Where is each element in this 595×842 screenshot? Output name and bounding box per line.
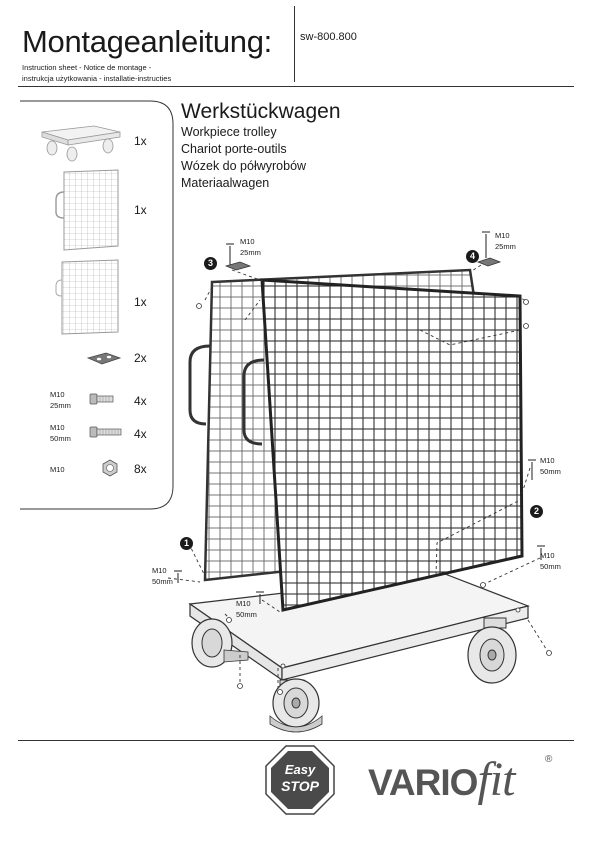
product-code: sw-800.800 [300, 31, 357, 43]
product-name-pl: Wózek do półwyrobów [181, 159, 307, 173]
variofit-logo: VARIOfit [368, 752, 515, 807]
part-spec-size: M10 [50, 465, 65, 474]
callout-center-lower-bolt: M10 50mm [236, 598, 257, 620]
fastener-markers [196, 299, 552, 695]
callout-length: 25mm [495, 242, 516, 251]
part-qty: 8x [134, 462, 147, 476]
part-qty: 4x [134, 427, 147, 441]
product-title: Werkstückwagen [181, 100, 341, 123]
part-qty: 1x [134, 134, 147, 148]
callout-length: 50mm [540, 562, 561, 571]
callout-length: 25mm [240, 248, 261, 257]
part-qty: 1x [134, 203, 147, 217]
easy-stop-easy-text: Easy [284, 762, 316, 777]
callout-step3-bolt: M10 25mm [240, 236, 261, 258]
part-spec-size: M10 [50, 423, 65, 432]
callout-size: M10 [540, 551, 555, 560]
connector-plate-left [224, 261, 252, 271]
octagon-icon [265, 745, 335, 815]
page-title: Montageanleitung: [22, 24, 272, 59]
bolt-markers [174, 231, 545, 604]
subtitle-line-1: Instruction sheet - Notice de montage - [22, 63, 152, 72]
nut-icon [102, 459, 118, 477]
callout-length: 50mm [152, 577, 173, 586]
wheel-right [467, 617, 517, 684]
wheel-front-left [269, 678, 323, 733]
callout-left-lower-bolt: M10 50mm [152, 565, 173, 587]
callout-size: M10 [236, 599, 251, 608]
header-divider [294, 6, 295, 82]
connector-plate-icon [86, 352, 122, 365]
header-rule [18, 86, 574, 87]
brand-vario: VARIO [368, 762, 478, 803]
brand-fit: fit [477, 753, 515, 806]
easy-stop-logo: Easy STOP [265, 745, 335, 815]
part-spec: M10 50mm [50, 422, 71, 444]
step-marker-2: 2 [530, 505, 543, 518]
brand-registered-mark: ® [545, 754, 553, 765]
subtitle-line-2: instrukcja użytkowania - installatie-ins… [22, 74, 172, 83]
callout-size: M10 [540, 456, 555, 465]
step-marker-3: 3 [204, 257, 217, 270]
callout-length: 50mm [540, 467, 561, 476]
product-name-fr: Chariot porte-outils [181, 142, 287, 156]
part-spec-size: M10 [50, 390, 65, 399]
product-name-en: Workpiece trolley [181, 125, 277, 139]
part-spec-length: 25mm [50, 401, 71, 410]
parts-box-outline [20, 100, 174, 510]
callout-step4-bolt: M10 25mm [495, 230, 516, 252]
product-name-nl: Materiaalwagen [181, 176, 270, 190]
trolley-base-icon [41, 125, 121, 162]
part-qty: 1x [134, 295, 147, 309]
callout-length: 50mm [236, 610, 257, 619]
callout-size: M10 [152, 566, 167, 575]
step-marker-1: 1 [180, 537, 193, 550]
part-spec: M10 25mm [50, 389, 71, 411]
callout-right-lower-bolt: M10 50mm [540, 550, 561, 572]
part-qty: 4x [134, 394, 147, 408]
mesh-panel-icon [55, 259, 119, 335]
part-qty: 2x [134, 351, 147, 365]
header-subtitle: Instruction sheet - Notice de montage - … [22, 62, 171, 84]
callout-right-upper-bolt: M10 50mm [540, 455, 561, 477]
bolt-long-icon [89, 426, 122, 438]
step-marker-4: 4 [466, 250, 479, 263]
bolt-short-icon [89, 393, 114, 405]
part-spec-length: 50mm [50, 434, 71, 443]
callout-size: M10 [240, 237, 255, 246]
connector-plate-right [476, 257, 502, 267]
mesh-panel-handle-icon [55, 169, 119, 251]
footer-rule [18, 740, 574, 741]
easy-stop-stop-text: STOP [281, 778, 319, 794]
trolley-base [188, 573, 530, 733]
wheel-back-left [191, 618, 249, 668]
mesh-panel-front [242, 278, 524, 612]
callout-size: M10 [495, 231, 510, 240]
